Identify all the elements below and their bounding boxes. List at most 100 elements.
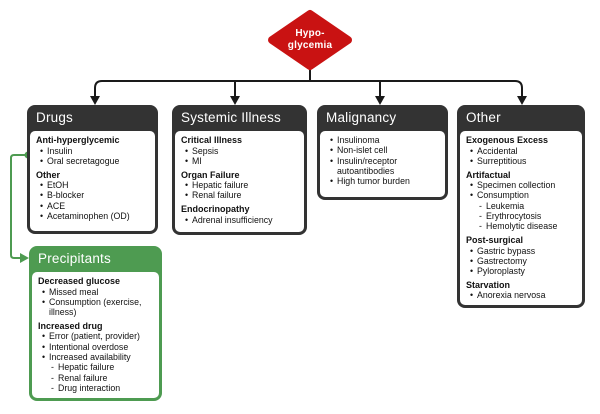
item-text: ACE (47, 200, 66, 211)
box-body: Exogenous Excess•Accidental•Surreptitiou… (460, 131, 582, 305)
diamond-label-line1: Hypo- (295, 28, 325, 39)
bullet-item: •Renal failure (181, 190, 298, 200)
box-body: •Insulinoma•Non-islet cell•Insulin/recep… (320, 131, 445, 197)
sub-item: -Erythrocytosis (466, 211, 576, 221)
bullet-marker: • (42, 296, 46, 307)
bullet-item: •High tumor burden (326, 176, 439, 186)
section: Starvation•Anorexia nervosa (466, 280, 576, 301)
item-text: Accidental (477, 145, 518, 156)
bullet-marker: • (470, 290, 474, 301)
bullet-marker: • (42, 286, 46, 297)
item-text: Gastric bypass (477, 245, 536, 256)
box-title: Systemic Illness (181, 110, 281, 125)
bullet-marker: • (42, 331, 46, 342)
item-text: Pyloroplasty (477, 266, 525, 277)
sub-item: -Hepatic failure (38, 362, 153, 372)
black-connectors (94, 66, 523, 99)
bullet-marker: • (40, 200, 44, 211)
section: Endocrinopathy•Adrenal insufficiency (181, 204, 298, 225)
bullet-marker: • (40, 180, 44, 191)
section: Increased drug•Error (patient, provider)… (38, 321, 153, 393)
item-text: Leukemia (486, 200, 525, 211)
bullet-marker: • (40, 155, 44, 166)
arrowhead-systemic (230, 96, 240, 105)
bullet-item: •ACE (36, 201, 149, 211)
node-drugs: Drugs Anti-hyperglycemic•Insulin•Oral se… (27, 105, 158, 234)
item-text: Insulin/receptor autoantibodies (337, 155, 398, 176)
arrowhead-malignancy (375, 96, 385, 105)
bullet-marker: • (470, 145, 474, 156)
green-arrowhead-precipitants (20, 253, 29, 263)
section-heading: Critical Illness (181, 135, 243, 145)
bullet-marker: • (470, 245, 474, 256)
dash-marker: - (479, 221, 482, 232)
item-text: Surreptitious (477, 155, 527, 166)
bullet-item: •Acetaminophen (OD) (36, 211, 149, 221)
item-text: Consumption (477, 190, 529, 201)
bullet-marker: • (42, 341, 46, 352)
section-heading: Artifactual (466, 169, 511, 180)
black-arrowheads (90, 96, 527, 105)
arrowhead-drugs (90, 96, 100, 105)
section-heading: Decreased glucose (38, 276, 121, 286)
item-text: Gastrectomy (477, 255, 527, 266)
item-text: Sepsis (192, 145, 219, 156)
branch-rail (94, 80, 523, 99)
bullet-marker: • (470, 190, 474, 201)
item-text: B-blocker (47, 190, 85, 201)
item-text: Non-islet cell (337, 145, 388, 156)
bullet-marker: • (330, 145, 334, 156)
bullet-item: •Missed meal (38, 287, 153, 297)
item-text: MI (192, 155, 202, 166)
dash-marker: - (51, 362, 54, 373)
bullet-marker: • (470, 180, 474, 191)
item-text: Hemolytic disease (486, 221, 558, 232)
bullet-item: •Anorexia nervosa (466, 290, 576, 300)
item-text: High tumor burden (337, 176, 410, 187)
bullet-item: •Gastric bypass (466, 246, 576, 256)
item-text: Specimen collection (477, 180, 556, 191)
bullet-marker: • (185, 155, 189, 166)
dash-marker: - (479, 200, 482, 211)
bullet-item: •Specimen collection (466, 180, 576, 190)
section-heading: Exogenous Excess (466, 135, 549, 145)
item-text: Consumption (exercise, illness) (49, 296, 142, 318)
bullet-item: •Consumption (exercise, illness) (38, 297, 153, 318)
bullet-marker: • (185, 190, 189, 201)
section-heading: Other (36, 169, 61, 180)
section-heading: Post-surgical (466, 235, 524, 246)
section: •Insulinoma•Non-islet cell•Insulin/recep… (326, 135, 439, 186)
dash-marker: - (51, 372, 54, 383)
section: Post-surgical•Gastric bypass•Gastrectomy… (466, 235, 576, 276)
bullet-item: •Intentional overdose (38, 342, 153, 352)
bullet-item: •Insulin/receptor autoantibodies (326, 156, 439, 177)
bullet-item: •Accidental (466, 146, 576, 156)
item-text: Increased availability (49, 351, 131, 362)
item-text: Missed meal (49, 286, 99, 297)
node-malignancy: Malignancy •Insulinoma•Non-islet cell•In… (317, 105, 448, 200)
item-text: Renal failure (192, 190, 242, 201)
dash-marker: - (51, 382, 54, 393)
bullet-marker: • (330, 135, 334, 145)
bullet-item: •MI (181, 156, 298, 166)
sub-item: -Renal failure (38, 373, 153, 383)
arrowhead-other (517, 96, 527, 105)
item-text: Error (patient, provider) (49, 331, 140, 342)
bullet-item: •B-blocker (36, 190, 149, 200)
bullet-marker: • (185, 180, 189, 191)
box-title: Other (466, 110, 501, 125)
node-systemic-illness: Systemic Illness Critical Illness•Sepsis… (172, 105, 307, 235)
box-body: Decreased glucose•Missed meal•Consumptio… (32, 272, 159, 398)
section-heading: Endocrinopathy (181, 204, 250, 215)
section-heading: Increased drug (38, 320, 103, 331)
bullet-marker: • (470, 255, 474, 266)
bullet-item: •Adrenal insufficiency (181, 215, 298, 225)
bullet-item: •Insulinoma (326, 135, 439, 145)
section: Critical Illness •Sepsis•MI (181, 135, 298, 166)
bullet-item: •Oral secretagogue (36, 156, 149, 166)
section: Artifactual•Specimen collection•Consumpt… (466, 170, 576, 232)
box-title: Drugs (36, 110, 74, 125)
bullet-item: •Pyloroplasty (466, 266, 576, 276)
section: Other•EtOH•B-blocker•ACE•Acetaminophen (… (36, 170, 149, 222)
